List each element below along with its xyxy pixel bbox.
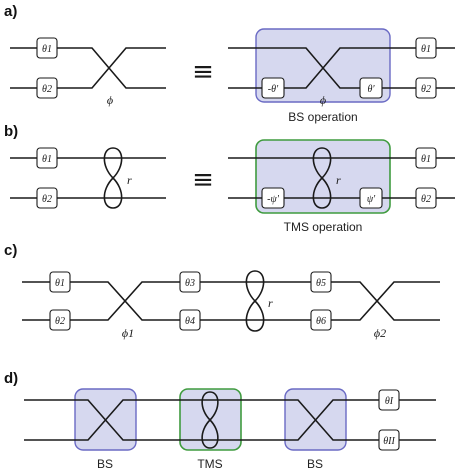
equiv-symbol-b: ≡	[192, 165, 214, 195]
phase-gate-a-left-1-label: θ1	[42, 44, 52, 55]
phase-gate-a-inner-left-label: -θ'	[268, 84, 279, 95]
phase-gate-b-right-2-label: θ2	[421, 194, 431, 205]
phase-gate-c-5-label: θ5	[316, 278, 326, 289]
caption-bs-d-1: BS	[97, 457, 113, 471]
caption-bs-operation: BS operation	[288, 110, 357, 124]
squeezer-loop-b-right	[312, 147, 332, 209]
phase-gate-a-left-2	[36, 77, 58, 99]
panel-label-c: c)	[4, 242, 17, 259]
phase-gate-c-2-label: θ2	[55, 316, 65, 327]
panel-label-a: a)	[4, 3, 17, 20]
equiv-symbol-a: ≡	[192, 57, 214, 87]
phase-gate-b-left-1	[36, 147, 58, 169]
squeezer-loop-b-left	[103, 147, 123, 209]
phase-gate-a-left-1	[36, 37, 58, 59]
phase-gate-b-inner-left-label: -ψ'	[267, 194, 280, 205]
phase-gate-a-inner-right	[359, 77, 383, 99]
phi-label-a-left: ϕ	[107, 93, 113, 107]
phase-gate-b-right-1-label: θ1	[421, 154, 431, 165]
phase-gate-b-left-2-label: θ2	[42, 194, 52, 205]
phase-gate-c-2	[49, 309, 71, 331]
phase-gate-a-right-2-label: θ2	[421, 84, 431, 95]
phase-gate-c-4-label: θ4	[185, 316, 195, 327]
squeezer-loop-d	[201, 391, 219, 449]
wire-c-bottom	[22, 281, 440, 321]
phase-gate-b-right-2	[415, 187, 437, 209]
phase-gate-c-3	[179, 271, 201, 293]
phase-gate-b-inner-right	[359, 187, 383, 209]
phase-gate-a-inner-left	[261, 77, 285, 99]
phi2-label-c: ϕ2	[374, 326, 386, 340]
panel-label-b: b)	[4, 123, 18, 140]
phase-gate-c-6	[310, 309, 332, 331]
phase-gate-c-1	[49, 271, 71, 293]
phase-gate-d-1	[378, 389, 400, 411]
phase-gate-b-inner-left	[261, 187, 285, 209]
phase-gate-d-1-label: θI	[385, 396, 394, 407]
wire-c-top	[22, 281, 440, 321]
phase-gate-c-4	[179, 309, 201, 331]
phase-gate-d-2	[378, 429, 400, 451]
phase-gate-a-inner-right-label: θ'	[367, 84, 375, 95]
phase-gate-b-left-1-label: θ1	[42, 154, 52, 165]
phase-gate-b-left-2	[36, 187, 58, 209]
caption-tms-operation: TMS operation	[284, 220, 363, 234]
phi1-label-c: ϕ1	[122, 326, 134, 340]
wire-d-top	[24, 399, 436, 441]
phase-gate-c-6-label: θ6	[316, 316, 326, 327]
phase-gate-c-1-label: θ1	[55, 278, 65, 289]
wire-d-bottom	[24, 399, 436, 441]
caption-bs-d-2: BS	[307, 457, 323, 471]
phase-gate-a-right-1	[415, 37, 437, 59]
phi-label-a-right: ϕ	[320, 93, 326, 107]
caption-tms-d: TMS	[197, 457, 222, 471]
phase-gate-a-right-2	[415, 77, 437, 99]
wire-a-left-top	[10, 47, 166, 89]
phase-gate-d-2-label: θII	[383, 436, 395, 447]
r-label-c: r	[268, 296, 273, 310]
panel-label-d: d)	[4, 370, 18, 387]
phase-gate-a-right-1-label: θ1	[421, 44, 431, 55]
r-label-b-left: r	[127, 173, 132, 187]
phase-gate-c-3-label: θ3	[185, 278, 195, 289]
wire-a-left-bottom	[10, 47, 166, 89]
r-label-b-right: r	[336, 173, 341, 187]
phase-gate-c-5	[310, 271, 332, 293]
phase-gate-a-left-2-label: θ2	[42, 84, 52, 95]
squeezer-loop-c	[245, 270, 265, 332]
phase-gate-b-right-1	[415, 147, 437, 169]
phase-gate-b-inner-right-label: ψ'	[367, 194, 376, 205]
